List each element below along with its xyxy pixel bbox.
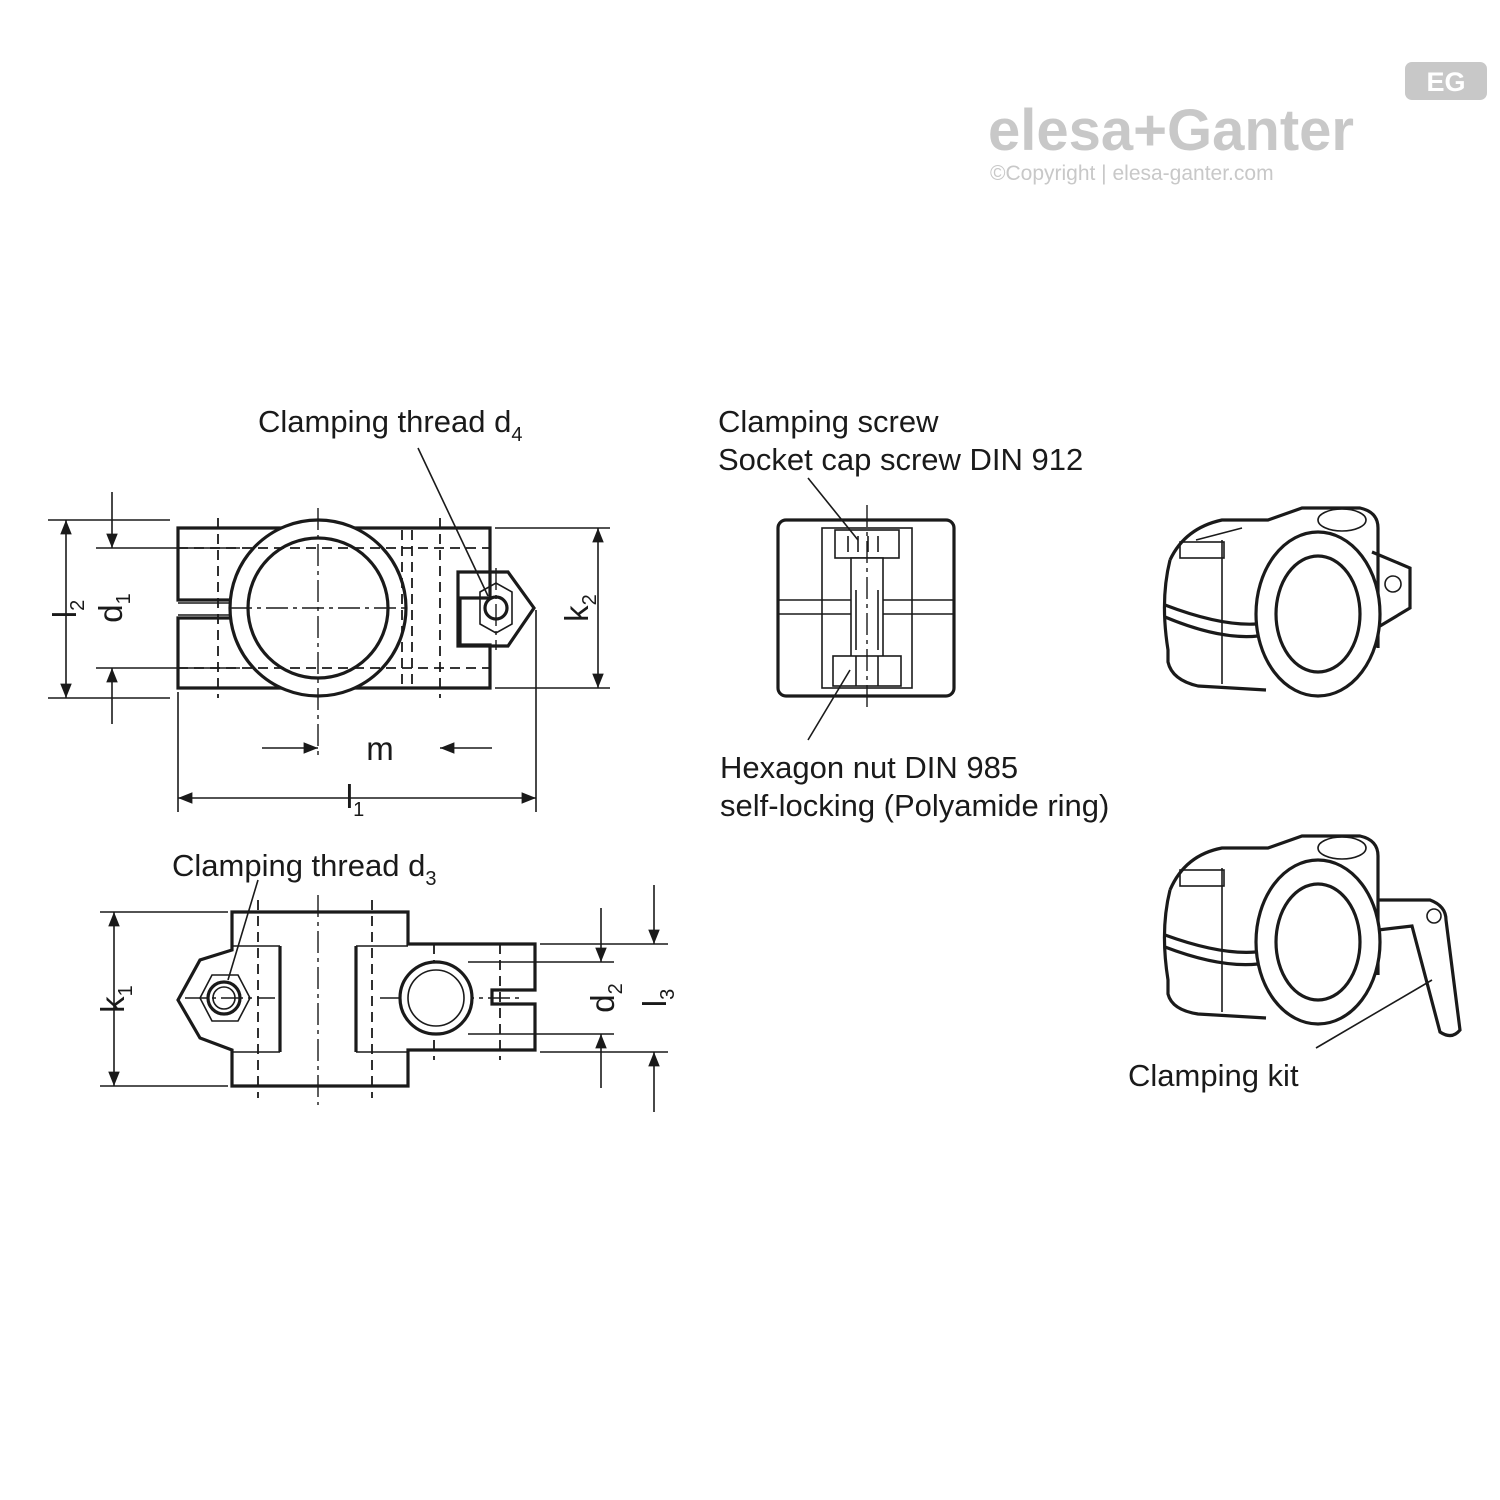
- svg-text:d2: d2: [584, 983, 627, 1012]
- front-view-dimensions: [48, 492, 610, 812]
- socket-cap-screw-label: Socket cap screw DIN 912: [718, 442, 1083, 477]
- clamping-thread-d4-label: Clamping thread d4: [258, 404, 522, 446]
- clamping-screw-label: Clamping screw: [718, 404, 939, 439]
- dim-l2: l2: [46, 600, 89, 618]
- clamping-thread-d3-label: Clamping thread d3: [172, 848, 436, 890]
- dim-l1: l1: [346, 778, 364, 821]
- svg-text:d1: d1: [92, 593, 135, 622]
- iso-view-clamp: [1162, 506, 1412, 698]
- copyright-text: ©Copyright | elesa-ganter.com: [990, 162, 1274, 185]
- brand-logo-text: elesa+Ganter: [988, 98, 1354, 163]
- brand-logo: EG elesa+Ganter ©Copyright | elesa-gante…: [988, 62, 1487, 185]
- dim-d2: d2: [584, 983, 627, 1012]
- top-view-dimensions: [100, 885, 668, 1112]
- clamping-kit-label: Clamping kit: [1128, 1058, 1299, 1093]
- dim-k2: k2: [558, 594, 601, 622]
- dim-m: m: [366, 730, 394, 767]
- section-view: [776, 477, 956, 741]
- svg-text:k2: k2: [558, 594, 601, 622]
- front-view: [176, 447, 536, 760]
- self-locking-label: self-locking (Polyamide ring): [720, 788, 1109, 823]
- dim-d1: d1: [92, 593, 135, 622]
- eg-badge-text: EG: [1426, 67, 1465, 97]
- iso-view-clamping-kit: [1162, 834, 1462, 1049]
- eg-badge-icon: [1405, 62, 1487, 100]
- dim-l3: l3: [636, 989, 679, 1007]
- svg-text:k1: k1: [94, 985, 137, 1013]
- top-view: [176, 879, 537, 1105]
- dim-k1: k1: [94, 985, 137, 1013]
- svg-text:l2: l2: [46, 600, 89, 618]
- hexagon-nut-label: Hexagon nut DIN 985: [720, 750, 1018, 785]
- svg-text:l3: l3: [636, 989, 679, 1007]
